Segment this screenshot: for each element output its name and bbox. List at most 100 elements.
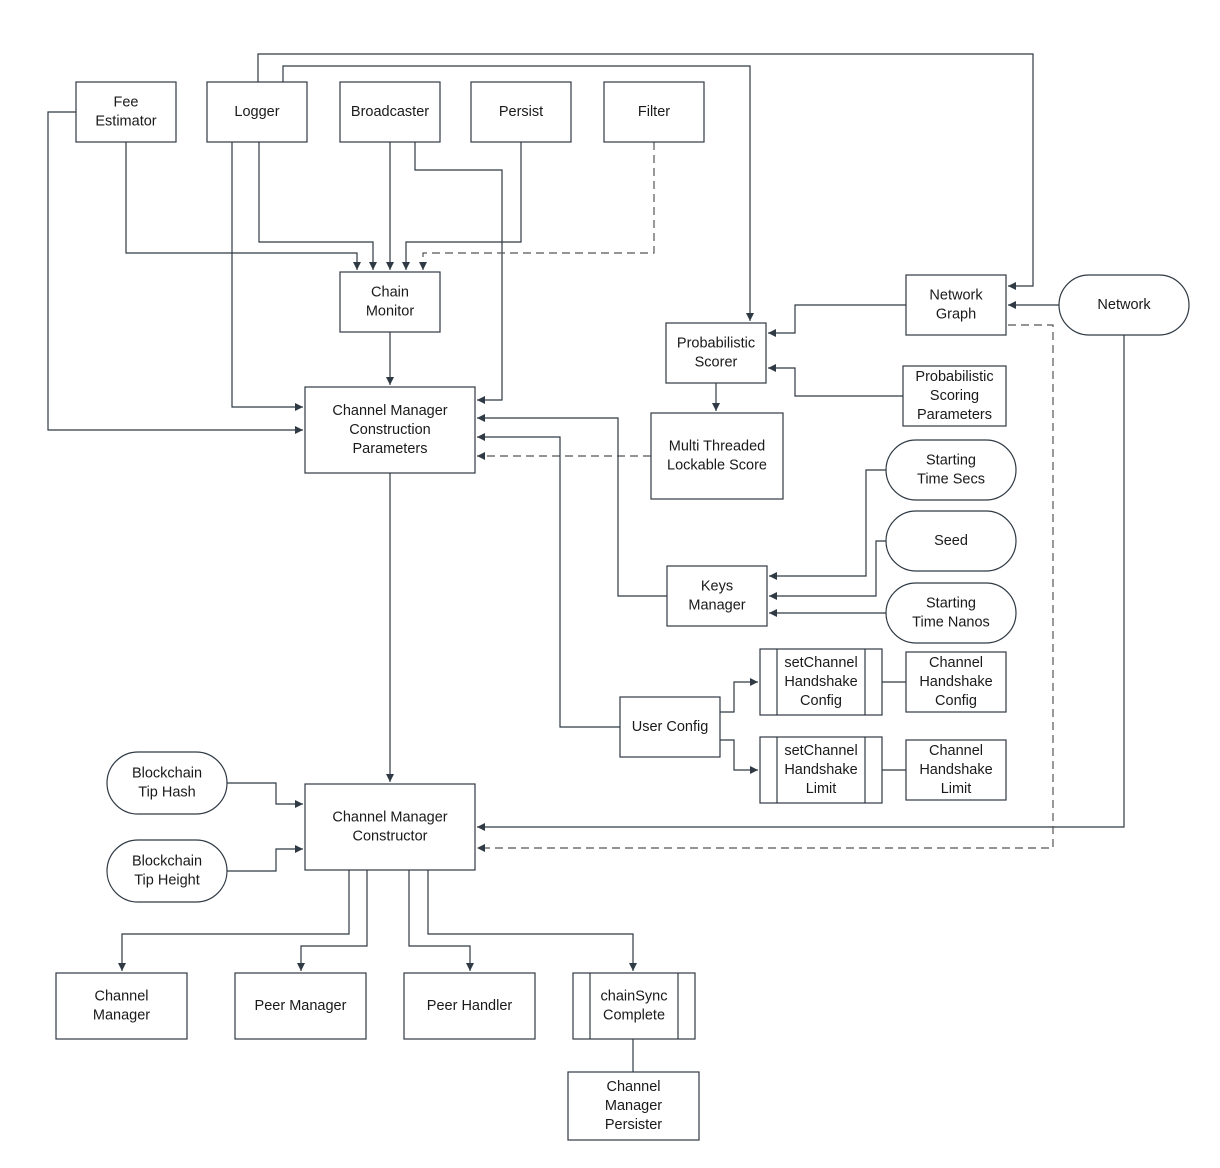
edge-channel-manager-constructor-to-peer-handler [408, 870, 474, 971]
edge-blockchain-tip-height-to-channel-manager-constructor [227, 845, 303, 872]
edge-user-config-to-set-channel-handshake-config [720, 678, 758, 713]
node-shape [1058, 274, 1190, 336]
node-shape [304, 783, 476, 871]
node-label-line: Seed [934, 533, 968, 549]
node-label-line: Network [1097, 297, 1151, 313]
node-label-line: Monitor [366, 304, 415, 320]
node-label-line: Channel Manager [332, 810, 447, 826]
node-label-line: Tip Height [134, 873, 200, 889]
node-label-line: Starting [926, 596, 976, 612]
node-shape [75, 81, 177, 143]
node-shape [106, 839, 228, 903]
node-label-line: Parameters [353, 441, 428, 457]
node-label-line: setChannel [784, 655, 857, 671]
node-label-line: Time Nanos [912, 615, 990, 631]
node-label-line: Manager [688, 598, 745, 614]
node-label-line: Handshake [784, 762, 857, 778]
node-shape [234, 972, 367, 1040]
node-shape [339, 271, 441, 333]
node-label-line: Broadcaster [351, 104, 429, 120]
edge-keys-manager-to-channel-manager-construction-parameters [477, 414, 667, 597]
node-shape [905, 739, 1007, 801]
node-label-line: chainSync [601, 989, 668, 1005]
node-label-line: Limit [941, 781, 972, 797]
edge-channel-manager-constructor-to-peer-manager [297, 870, 368, 971]
edge-network-graph-to-probabilistic-scorer [768, 304, 906, 337]
node-shape [603, 81, 705, 143]
node-label-line: Blockchain [132, 854, 202, 870]
edge-fee-estimator-to-channel-manager-construction-parameters [47, 111, 303, 434]
node-label-line: Config [935, 693, 977, 709]
node-shape [902, 365, 1007, 427]
node-shape [55, 972, 188, 1040]
node-shape [304, 386, 476, 474]
node-shape [572, 972, 696, 1040]
edge-logger-to-network-graph [257, 53, 1034, 290]
node-label-line: Manager [93, 1008, 150, 1024]
node-label-line: Filter [638, 104, 670, 120]
edge-filter-to-chain-monitor [419, 142, 655, 270]
node-label-line: Fee [114, 95, 139, 111]
node-label-line: Channel [929, 655, 983, 671]
node-broadcaster: Broadcaster [339, 81, 441, 143]
node-seed: Seed [885, 510, 1017, 572]
node-label-line: Limit [806, 781, 837, 797]
node-filter: Filter [603, 81, 705, 143]
node-label-line: Chain [371, 285, 409, 301]
node-label-line: Manager [605, 1098, 662, 1114]
node-shape [885, 510, 1017, 572]
node-label-line: Handshake [919, 762, 992, 778]
node-label-line: Scorer [695, 355, 738, 371]
node-label-line: Channel [929, 743, 983, 759]
node-label-line: Persister [605, 1117, 662, 1133]
node-peer-handler: Peer Handler [403, 972, 536, 1040]
edge-broadcaster-to-channel-manager-construction-parameters [414, 142, 503, 404]
node-label-line: Construction [349, 422, 430, 438]
node-shape [470, 81, 572, 143]
node-shape [650, 412, 784, 500]
node-label-line: Constructor [353, 829, 428, 845]
edge-user-config-to-set-channel-handshake-limit [720, 739, 758, 774]
edge-blockchain-tip-hash-to-channel-manager-constructor [227, 782, 303, 808]
edge-persist-to-chain-monitor [402, 142, 522, 270]
node-label-line: Complete [603, 1008, 665, 1024]
node-label-line: Probabilistic [915, 369, 993, 385]
node-label-line: Probabilistic [677, 336, 755, 352]
node-label-line: Handshake [784, 674, 857, 690]
node-shape [666, 565, 768, 627]
node-shape [905, 651, 1007, 713]
edge-starting-time-secs-to-keys-manager [769, 469, 888, 580]
node-shape [759, 736, 883, 804]
node-shape [665, 322, 767, 384]
edge-logger-to-channel-manager-construction-parameters [231, 142, 303, 411]
node-label-line: Estimator [95, 114, 156, 130]
node-label-line: Blockchain [132, 766, 202, 782]
node-label-line: Network [929, 288, 983, 304]
node-shape [619, 696, 721, 758]
node-logger: Logger [206, 81, 308, 143]
node-label-line: Multi Threaded [669, 439, 765, 455]
node-label-line: Persist [499, 104, 543, 120]
node-label-line: Starting [926, 453, 976, 469]
node-shape [885, 582, 1017, 644]
node-label-line: Tip Hash [138, 785, 195, 801]
node-label-line: setChannel [784, 743, 857, 759]
